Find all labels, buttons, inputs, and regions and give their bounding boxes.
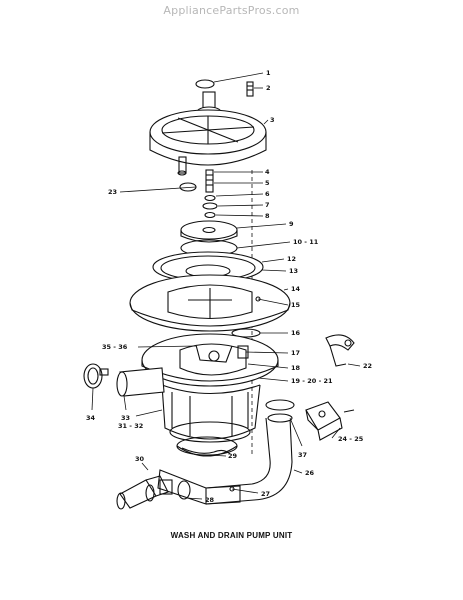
callout-35-36: 35 - 36 [102, 343, 128, 351]
callout-18: 18 [291, 364, 301, 372]
part-wire [181, 447, 231, 455]
callout-4: 4 [265, 168, 270, 176]
part-pump-bowl [152, 251, 264, 283]
part-impeller [180, 220, 238, 243]
callout-8: 8 [265, 212, 270, 220]
callout-10-11: 10 - 11 [293, 238, 319, 246]
callout-30: 30 [135, 455, 145, 463]
part-clip [325, 334, 355, 367]
callout-28: 28 [205, 496, 215, 504]
callout-29: 29 [228, 452, 238, 460]
callout-19-21: 19 - 20 - 21 [291, 377, 333, 385]
watermark: AppliancePartsPros.com [163, 4, 300, 17]
part-drain-pipe [157, 469, 241, 505]
callout-26: 26 [305, 469, 315, 477]
callout-3: 3 [270, 116, 275, 124]
part-drain-hose [205, 399, 295, 505]
callout-33: 33 [121, 414, 130, 422]
callout-6: 6 [265, 190, 270, 198]
part-ring [195, 79, 215, 89]
callout-23: 23 [108, 188, 117, 196]
callout-22: 22 [363, 362, 372, 370]
leader-lines [91, 72, 361, 500]
callout-9: 9 [289, 220, 294, 228]
part-lower-plate [141, 333, 279, 387]
callout-15: 15 [291, 301, 301, 309]
part-outlet-fitting [116, 475, 169, 510]
part-shaft-stack [202, 169, 218, 219]
part-base-plate [129, 274, 291, 332]
callout-27: 27 [261, 490, 270, 498]
part-screw [246, 81, 254, 97]
callout-14: 14 [291, 285, 301, 293]
callout-17: 17 [291, 349, 300, 357]
callout-16: 16 [291, 329, 301, 337]
part-hose-clamp [83, 363, 109, 389]
callout-1: 1 [266, 69, 271, 77]
callout-34: 34 [86, 414, 96, 422]
part-motor-cover [149, 91, 267, 176]
callout-5: 5 [265, 179, 270, 187]
callout-2: 2 [266, 84, 271, 92]
callout-31-32: 31 - 32 [118, 422, 143, 430]
callout-7: 7 [265, 201, 270, 209]
callout-37: 37 [298, 451, 307, 459]
callout-13: 13 [289, 267, 298, 275]
callout-12: 12 [287, 255, 296, 263]
part-switch-assembly [305, 401, 355, 441]
part-intake-tube [116, 367, 165, 397]
callout-24-25: 24 - 25 [338, 435, 364, 443]
diagram-caption: WASH AND DRAIN PUMP UNIT [170, 531, 293, 540]
part-motor-housing [161, 384, 261, 457]
